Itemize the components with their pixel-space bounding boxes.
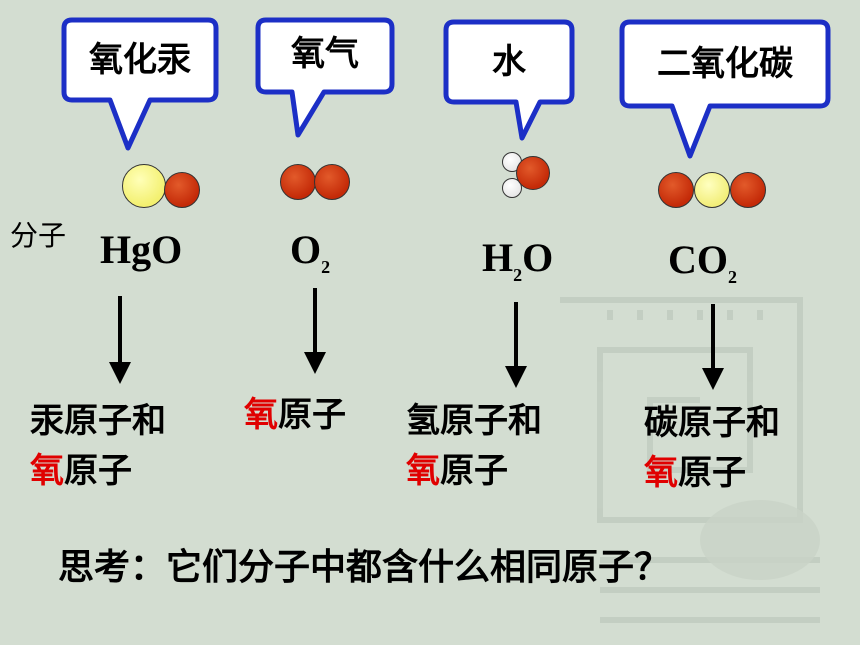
oxygen-atom [730,172,766,208]
formula-subscript: 2 [728,267,737,287]
bubble-label-mercury-oxide: 氧化汞 [89,40,191,80]
bubble-label-water: 水 [492,42,526,82]
oxygen-atom [658,172,694,208]
formula-subscript: 2 [513,265,523,285]
formula-text: CO [668,237,728,282]
carbon-atom [694,172,730,208]
oxygen-highlight: 氧 [406,451,440,491]
oxygen-highlight: 氧 [30,451,64,491]
atoms-hgo: 汞原子和 氧原子 [30,396,166,496]
bubble-shape-4 [619,19,831,159]
formula-h2o: H2O [482,234,554,285]
atoms-text-rest: 原子 [678,453,746,493]
oxygen-highlight: 氧 [244,395,278,435]
atoms-text-rest: 原子 [278,395,346,435]
oxygen-atom [516,156,550,190]
formula-o2: O2 [290,226,330,277]
oxygen-atom [280,164,316,200]
formula-text: HgO [100,227,183,272]
formula-text: O [290,227,322,272]
atoms-line: 氢原子和 [406,401,542,441]
formula-hgo: HgO [100,226,182,273]
atoms-text-rest: 原子 [64,451,132,491]
oxygen-atom [314,164,350,200]
atoms-text-rest: 原子 [440,451,508,491]
bubble-shape-2 [255,17,395,138]
atoms-co2: 碳原子和 氧原子 [644,398,780,498]
bubble-label-oxygen: 氧气 [291,34,359,74]
atoms-line: 氧原子 [30,446,166,496]
atoms-o2: 氧原子 [244,390,346,440]
bubble-shape-3 [443,19,575,141]
atoms-line: 氧原子 [406,446,542,496]
bubble-label-carbon-dioxide: 二氧化碳 [657,44,793,84]
molecule-label: 分子 [10,219,67,252]
question-text: 思考：它们分子中都含什么相同原子？ [58,547,671,588]
formula-text: H [482,235,514,280]
oxygen-highlight: 氧 [644,453,678,493]
atoms-line: 氧原子 [644,448,780,498]
formula-co2: CO2 [668,236,737,287]
atoms-line: 碳原子和 [644,403,780,443]
atoms-line: 汞原子和 [30,401,166,441]
formula-subscript: 2 [321,257,331,277]
formula-text: O [522,235,554,280]
atoms-h2o: 氢原子和 氧原子 [406,396,542,496]
oxygen-atom [164,172,200,208]
bubble-shape-1 [61,17,219,151]
atoms-line: 氧原子 [244,390,346,440]
mercury-atom [122,164,166,208]
hydrogen-atom [502,178,522,198]
